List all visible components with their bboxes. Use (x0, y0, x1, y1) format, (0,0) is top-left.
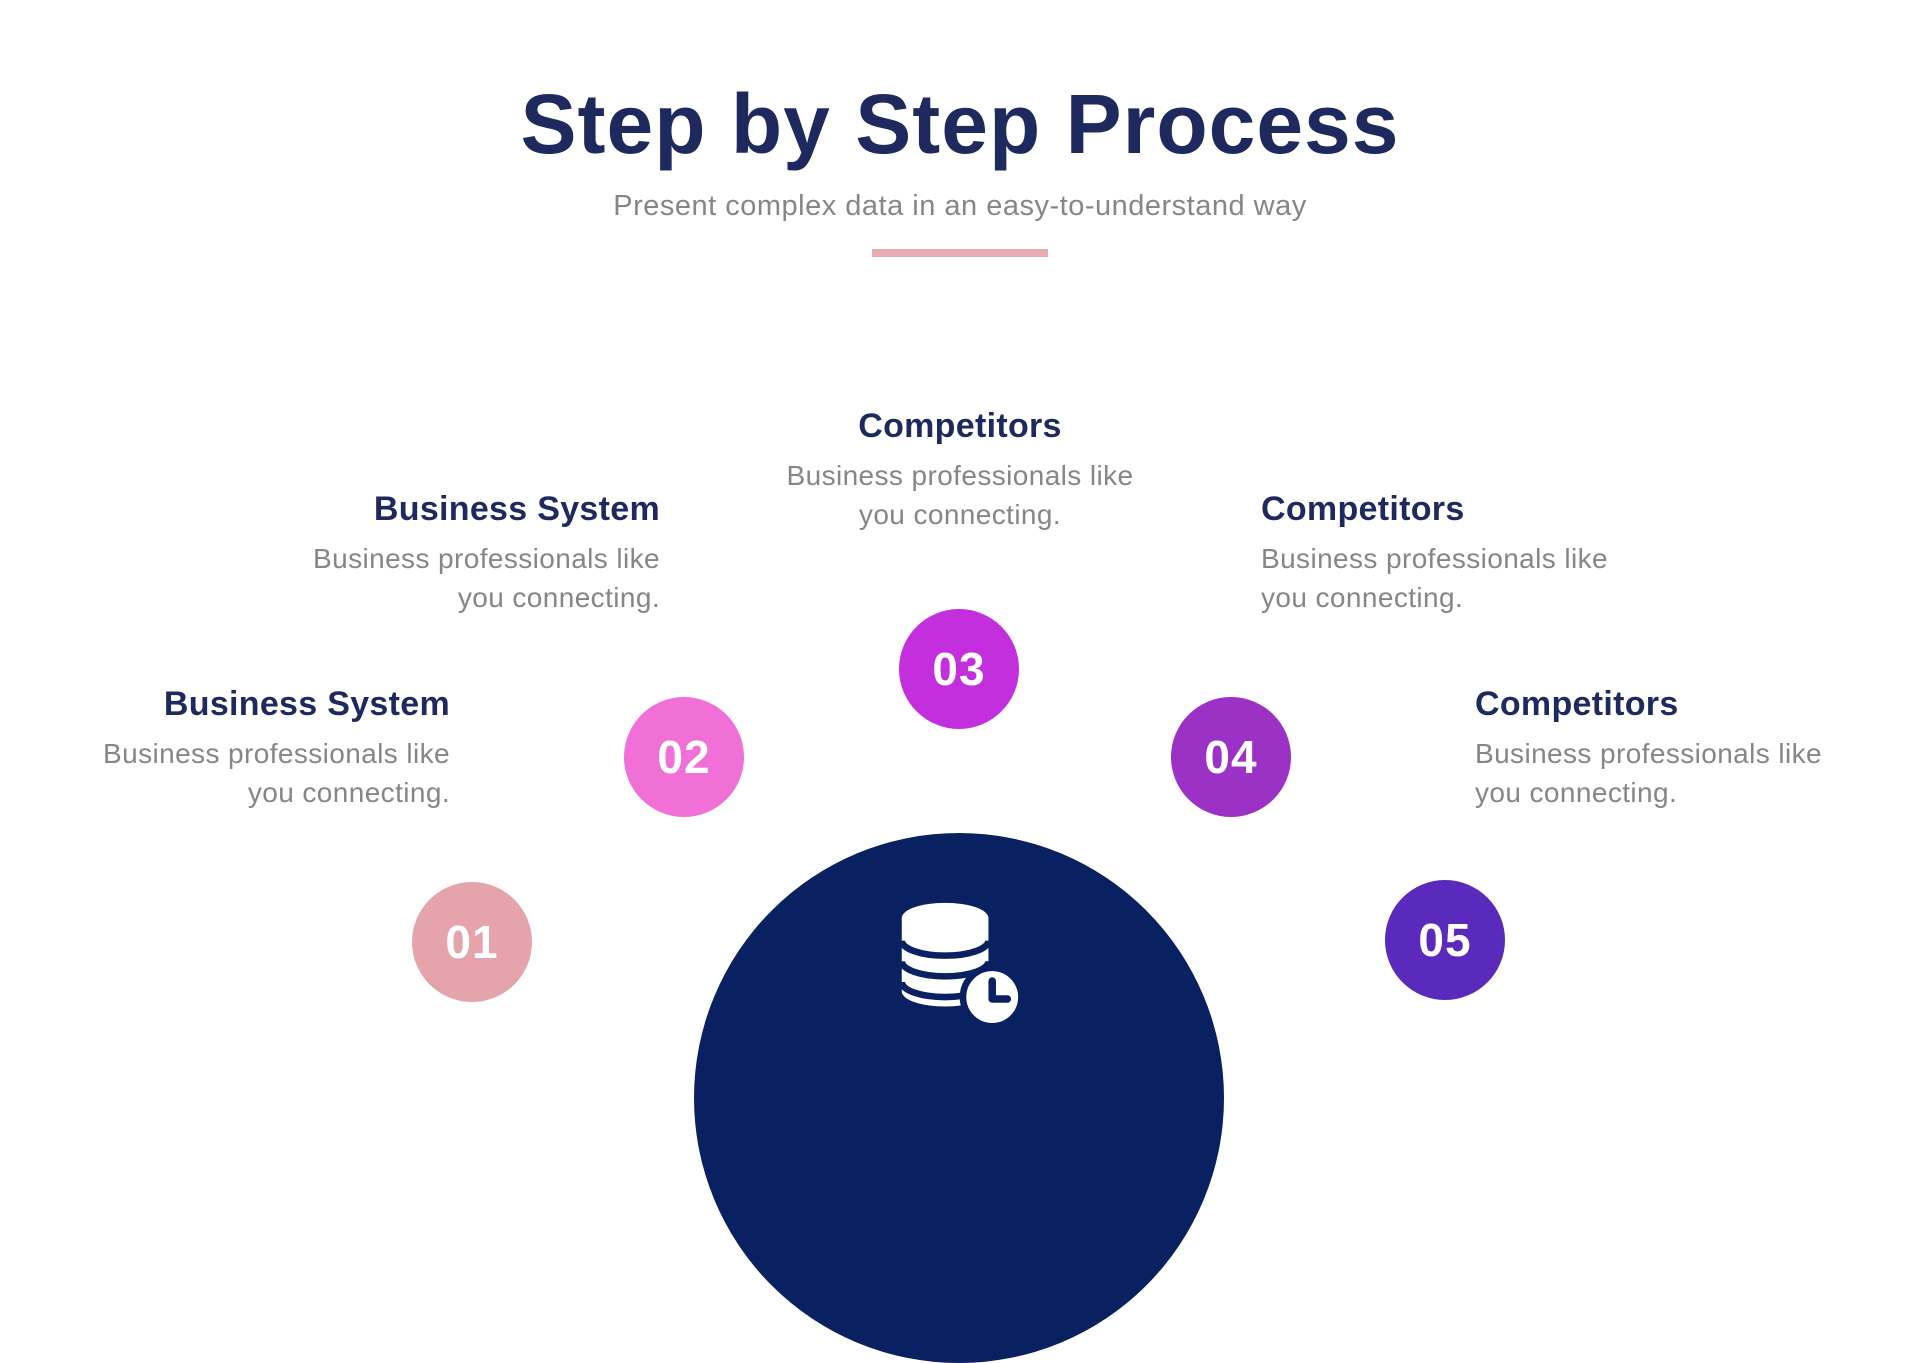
step-01-number: 01 (445, 916, 499, 968)
step-05-title: Competitors (1475, 685, 1679, 723)
step-05-number: 05 (1418, 914, 1472, 966)
step-02-number: 02 (657, 731, 711, 783)
step-03-description: Business professionals like you connecti… (786, 459, 1134, 530)
step-02-number-badge: 02 (624, 697, 744, 817)
step-03-title: Competitors (858, 407, 1062, 445)
step-01-number-badge: 01 (412, 882, 532, 1002)
step-04-number-badge: 04 (1171, 697, 1291, 817)
step-04-description: Business professionals like you connecti… (1261, 542, 1608, 613)
step-03-text-block: Competitors Business professionals like … (764, 406, 1156, 534)
step-04-number: 04 (1204, 731, 1258, 783)
step-02-description: Business professionals like you connecti… (313, 542, 660, 613)
slide-canvas: Step by Step Process Present complex dat… (70, 77, 1855, 1363)
step-04-title: Competitors (1261, 490, 1465, 528)
step-05-description: Business professionals like you connecti… (1475, 737, 1822, 808)
step-02-text-block: Business System Business professionals l… (280, 489, 660, 617)
step-02-title: Business System (373, 490, 660, 528)
step-03-number: 03 (932, 643, 986, 695)
page-subtitle: Present complex data in an easy-to-under… (613, 190, 1307, 222)
step-04-text-block: Competitors Business professionals like … (1261, 489, 1641, 617)
step-01-title: Business System (163, 685, 450, 723)
step-01-text-block: Business System Business professionals l… (70, 684, 450, 812)
step-03-number-badge: 03 (899, 609, 1019, 729)
step-05-text-block: Competitors Business professionals like … (1475, 684, 1855, 812)
database-clock-icon (898, 902, 1025, 1030)
page-title: Step by Step Process (520, 77, 1400, 171)
step-05-number-badge: 05 (1385, 880, 1505, 1000)
title-divider (872, 249, 1048, 257)
step-01-description: Business professionals like you connecti… (103, 737, 450, 808)
